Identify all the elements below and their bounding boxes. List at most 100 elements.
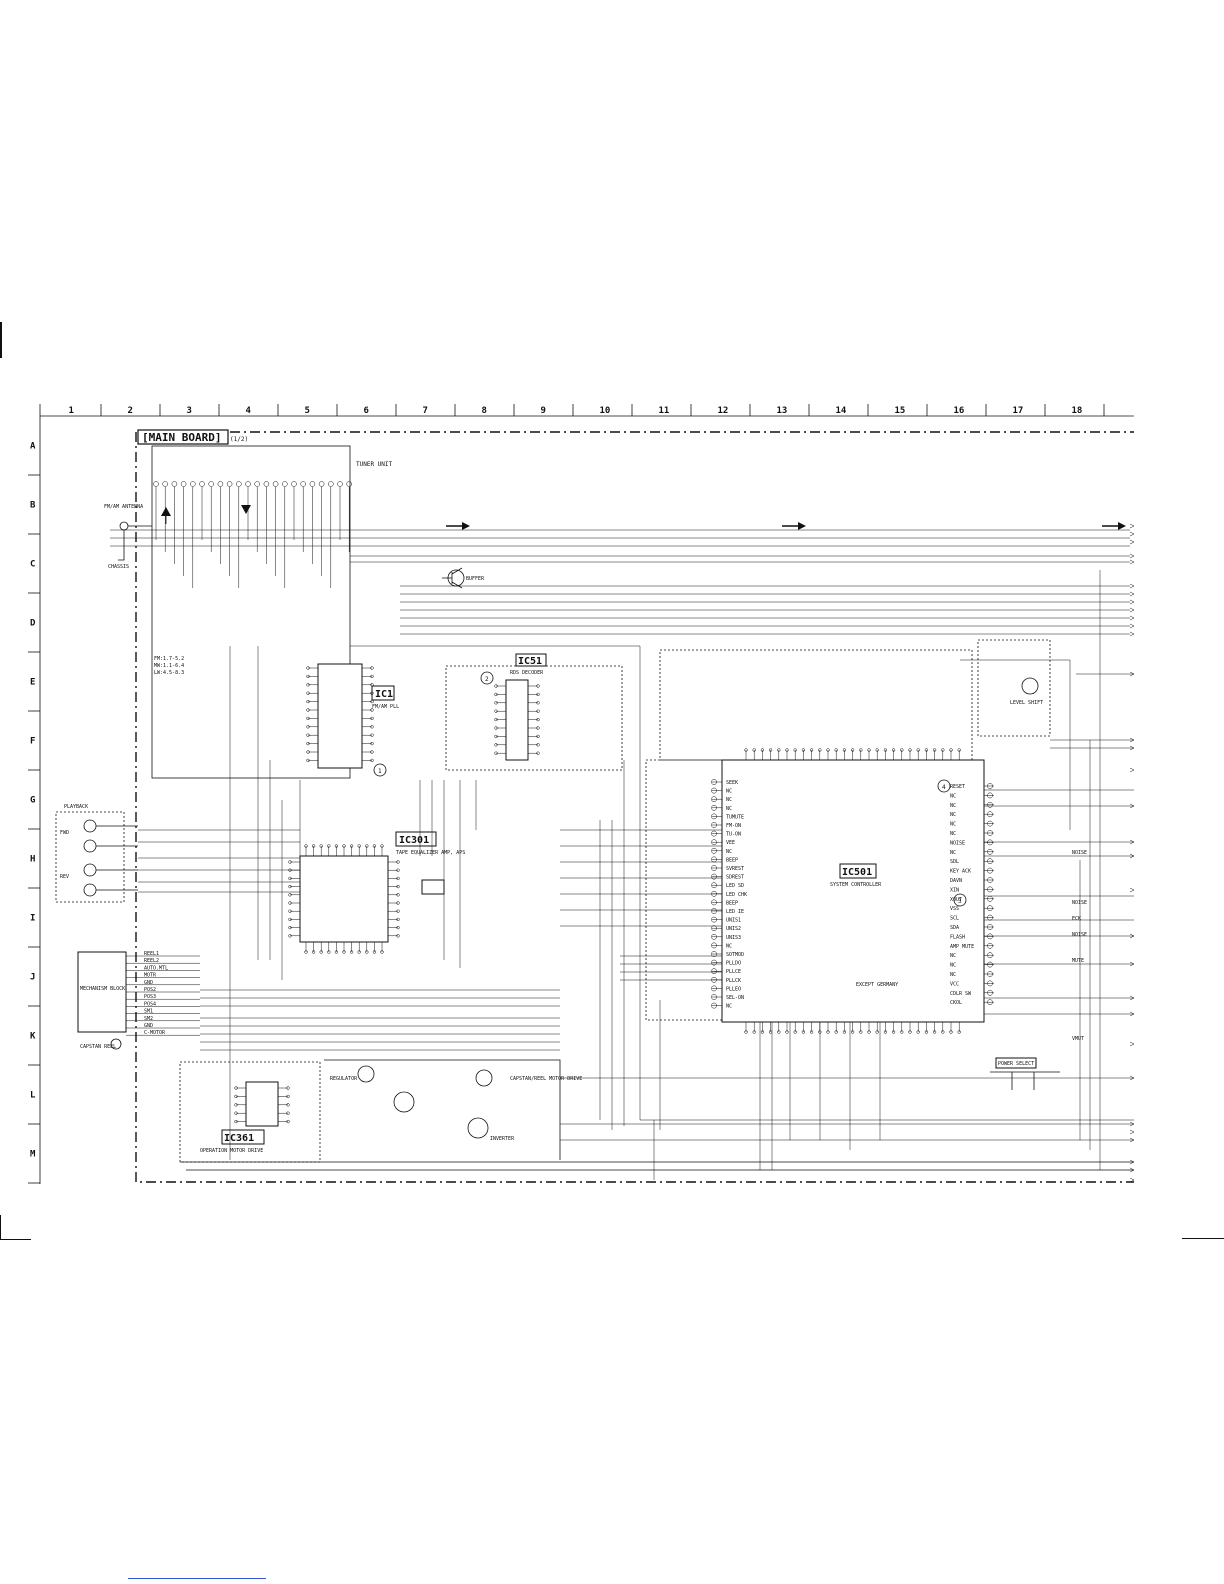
connector-arrow-icon [1129,583,1135,589]
pin-node [711,951,717,957]
pin-node [380,844,384,848]
pin-node [286,1111,290,1115]
tuner-pin [217,481,224,487]
pin-node [987,999,993,1006]
pin-node [941,748,945,752]
pin-node [327,844,331,848]
pin-node [494,709,498,713]
pin-node [342,844,346,848]
level-shift: LEVEL SHIFT [977,639,1051,737]
antenna-terminal: FM/AM ANTENNA CHASSIS [104,504,152,570]
pin-node [908,748,912,752]
pin-node [711,830,717,837]
pin-node [306,750,310,754]
column-label: 13 [777,406,788,416]
column-label: 2 [128,406,133,416]
pin-node [370,733,374,737]
pin-node [357,844,361,848]
pin-node [801,1030,806,1034]
net-label: NOISE [1072,850,1087,856]
tuner-unit-label: TUNER UNIT [356,461,393,468]
pin-node [932,1030,937,1034]
connector-arrow-icon [1129,1167,1135,1173]
column-label: 7 [423,406,428,416]
ic501-name: IC501 [842,867,872,878]
column-label: 5 [305,406,310,416]
ic501-left-pin-label: NC [726,1004,732,1010]
mechanism-pin-label: SM2 [144,1016,153,1022]
pin-node [711,813,717,820]
pin-node [306,683,310,687]
pin-node [288,884,292,889]
pin-node [711,787,717,794]
callouts: 1 2 3 4 [373,671,967,907]
ic501-right-pin-label: DAVN [950,878,962,884]
ic501-left-pin-label: PLLEO [726,986,741,992]
pin-node [850,748,855,752]
pin-node [883,1030,888,1034]
ic501-right-pin-label: VSS [950,906,959,912]
pin-node [711,985,717,992]
pin-node [949,748,953,752]
pin-node [365,950,369,954]
chassis-label: CHASSIS [108,564,129,570]
connector-arrow-icon [1129,553,1135,559]
pin-node [234,1094,238,1099]
ic51: IC51 RDS DECODER [445,653,623,771]
ic51-name: IC51 [518,656,542,667]
pin-node [987,783,993,789]
ic501-right-pin-label: NC [950,953,956,959]
pin-node [924,748,929,752]
pin-node [987,933,993,940]
ic501-right-pin-label: AMP MUTE [950,944,974,950]
tuner-pin [236,481,242,487]
pin-node [891,1030,896,1034]
mechanism-pin-label: GND [144,1023,153,1029]
arrow-right-icon [798,522,806,530]
pin-node [987,942,993,949]
connector-arrow-icon [1129,615,1135,621]
pin-node [304,950,308,954]
tuner-pin [282,481,288,487]
ic501-left-pin-label: FM-ON [726,823,741,829]
column-label: 1 [69,406,74,416]
right-connectors [1129,523,1135,1183]
column-label: 6 [364,406,369,416]
pin-node [949,1030,953,1034]
pin-node [286,1086,290,1090]
pin-node [987,980,993,987]
pin-node [286,1103,290,1107]
connector-arrow-icon [1129,539,1135,545]
pin-node [357,950,361,954]
ic501-right-pin-label: CKOL [950,1000,962,1006]
row-label: G [30,796,35,806]
pin-node [711,847,717,854]
tuner-pin [272,481,279,487]
connector-arrow-icon [1129,1177,1135,1183]
pin-node [370,699,374,704]
ic501-left-pin-label: SEL-ON [726,995,744,1001]
notes: FM:1.7-5.2 MW:1.1-6.4 LW:4.5-8.3 [154,656,184,676]
bus-lines [350,555,1134,1120]
tuner-pin [226,481,233,487]
callout-1: 1 [378,768,382,775]
ic501-right-pin-label: NC [950,812,956,818]
pin-node [987,820,993,827]
pin-node [711,865,717,871]
antenna-label: FM/AM ANTENNA [104,504,143,510]
pin-node [288,934,292,938]
column-label: 4 [246,406,252,416]
pin-node [801,748,806,752]
pin-node [286,1119,290,1124]
net-label: NOISE [1072,932,1087,938]
right-crop-mark [1182,1238,1224,1239]
ic501-right-pin-label: SDL [950,859,959,865]
connector-arrow-icon [1129,531,1135,537]
ic361: IC361 OPERATION MOTOR DRIVE [179,1061,321,1163]
pin-node [311,950,316,954]
ic501-left-pin-label: PLLCK [726,978,741,984]
ic501-left-pin-label: NC [726,789,732,795]
connector-arrow-icon [1129,767,1135,773]
pin-node [987,848,993,855]
